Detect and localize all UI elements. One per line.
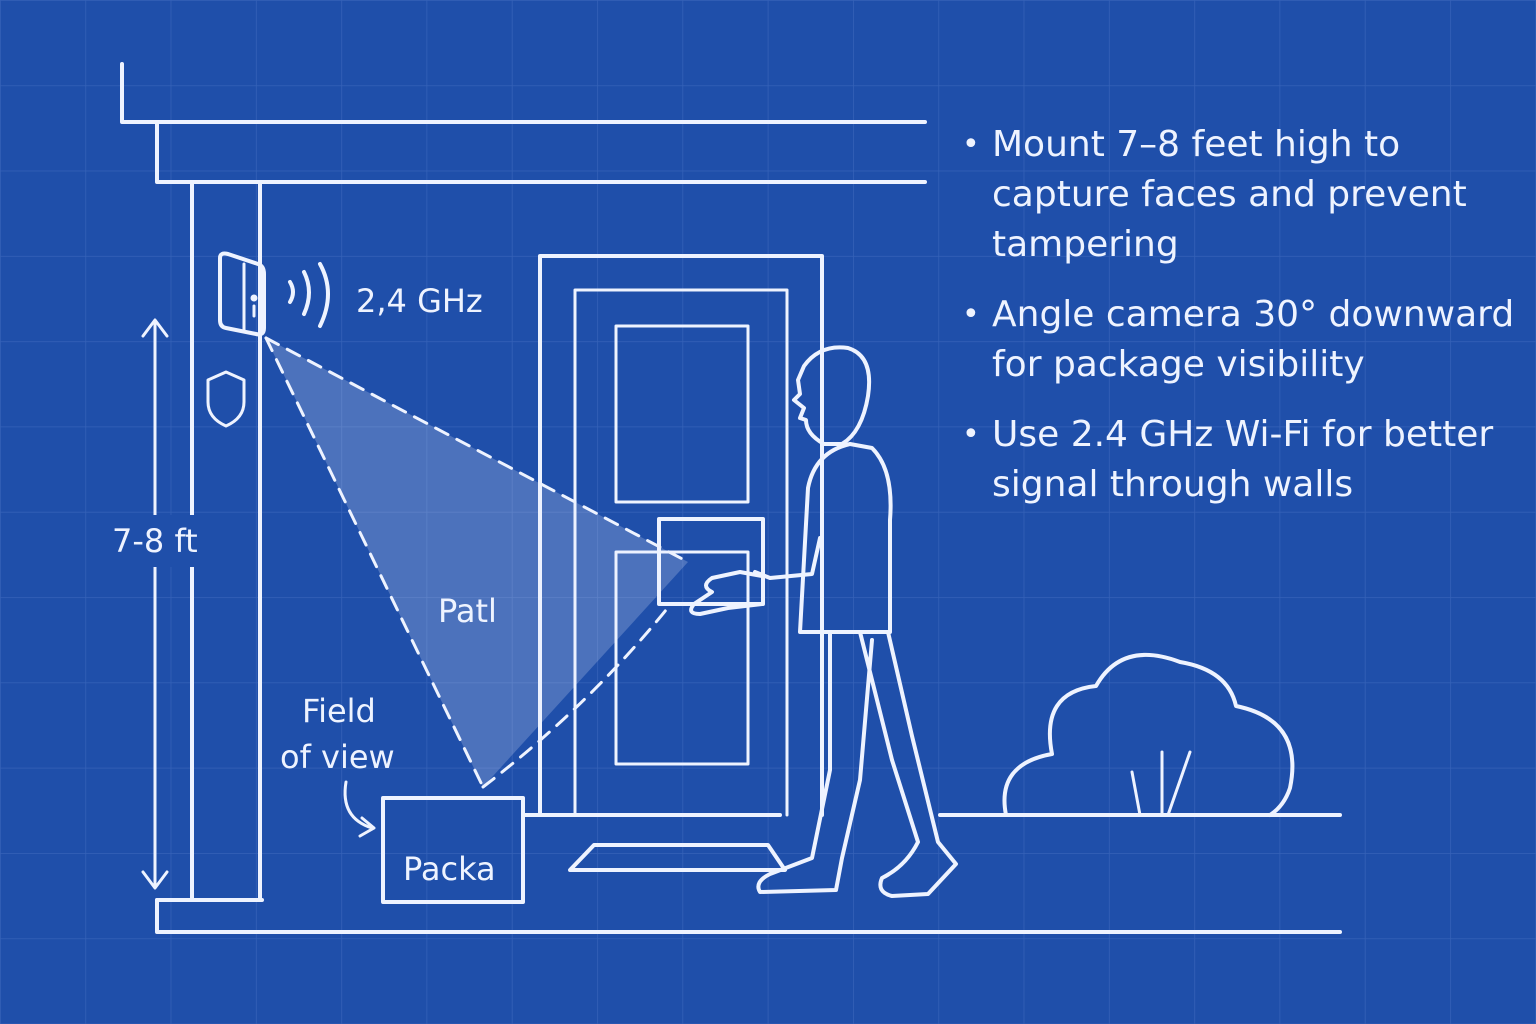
door: [538, 254, 824, 817]
package-label: Packa: [403, 850, 496, 888]
wifi-band-label: 2,4 GHz: [356, 282, 483, 320]
fov-edge-lower: [481, 603, 672, 789]
fov-edge-left: [264, 336, 485, 789]
tip-mount-height: Mount 7–8 feet high to capture faces and…: [962, 120, 1522, 270]
tip-camera-angle: Angle camera 30° downward for package vi…: [962, 290, 1522, 390]
fov-edge-upper: [264, 336, 690, 564]
path-label: Patl: [438, 592, 497, 630]
fov-arrow: [343, 780, 376, 838]
fov-label-line2: of view: [280, 738, 395, 776]
doorbell-camera-icon: [218, 251, 266, 337]
delivery-person: [657, 345, 958, 898]
tips-list: Mount 7–8 feet high to capture faces and…: [962, 120, 1522, 530]
package-box: [381, 796, 525, 904]
wifi-signal-icon: [288, 262, 330, 328]
tip-wifi-band: Use 2.4 GHz Wi-Fi for better signal thro…: [962, 410, 1522, 510]
roof-overhang: [120, 62, 927, 184]
fov-label-line1: Field: [302, 692, 376, 730]
doormat: [568, 843, 787, 872]
shield-icon: [206, 370, 246, 428]
height-label: 7-8 ft: [112, 522, 198, 560]
height-dimension: [141, 318, 169, 890]
height-label-bg: [100, 515, 212, 567]
bush: [1002, 652, 1295, 817]
field-of-view-cone: [266, 338, 688, 787]
